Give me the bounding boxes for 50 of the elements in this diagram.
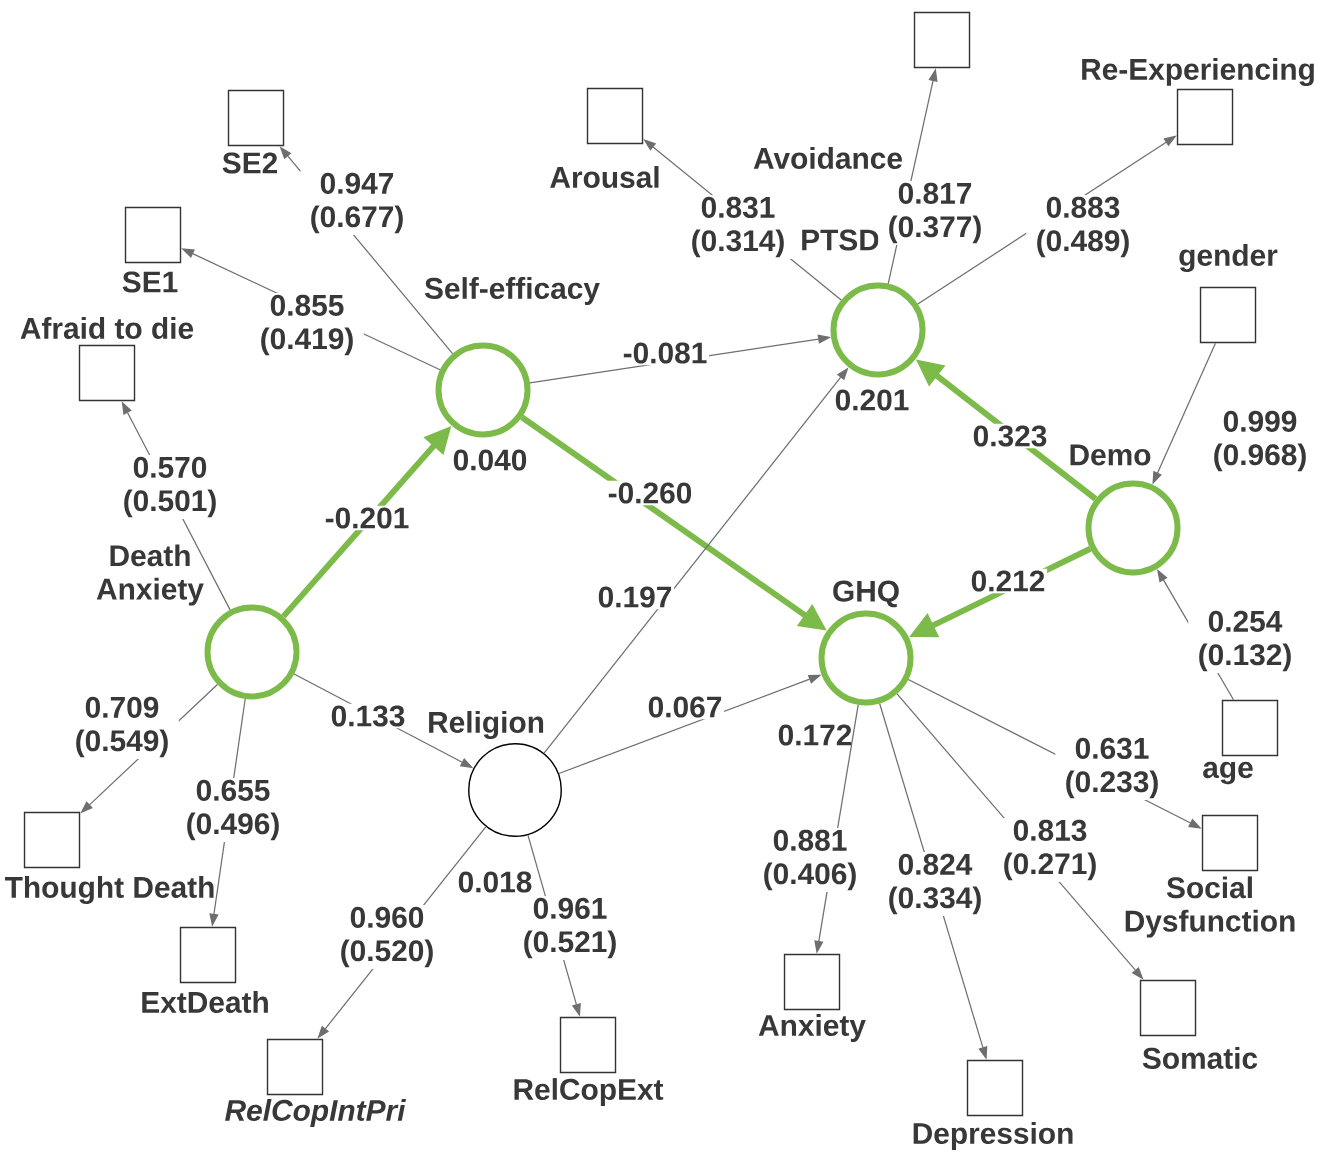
edge-label: 0.212	[968, 568, 1048, 594]
construct-label: Religion	[429, 711, 544, 739]
indicator-label: Avoidance	[753, 147, 902, 169]
indicator-label: Thought Death	[4, 876, 214, 904]
indicator-label: age	[1203, 761, 1253, 785]
edge-label: 0.655 (0.496)	[176, 778, 290, 842]
indicator-label: ExtDeath	[142, 991, 268, 1013]
edge-label: 0.133	[328, 703, 408, 729]
indicator-label: Social Dysfunction	[1125, 876, 1295, 938]
edge-label: 0.960 (0.520)	[330, 905, 444, 969]
edge-label: 0.197	[595, 584, 675, 610]
r-squared-value: 0.018	[458, 871, 532, 893]
edge-label: -0.081	[620, 340, 710, 366]
r-squared-value: 0.172	[778, 724, 852, 746]
indicator-label: Depression	[913, 1122, 1073, 1150]
indicator-label: gender	[1179, 244, 1278, 272]
edge-label: 0.254 (0.132)	[1188, 609, 1302, 673]
edge-label: 0.855 (0.419)	[250, 293, 364, 357]
r-squared-value: 0.040	[453, 449, 527, 471]
edge-label: -0.201	[322, 505, 412, 531]
edge-label: -0.260	[605, 480, 695, 506]
edge-label: 0.824 (0.334)	[878, 852, 992, 916]
indicator-label: Somatic	[1142, 1047, 1258, 1069]
construct-label: Self-efficacy	[424, 277, 600, 305]
construct-label: PTSD	[802, 229, 879, 251]
edge-label: 0.883 (0.489)	[1026, 195, 1140, 259]
indicator-label: SE2	[222, 152, 278, 174]
edge-label: 0.999 (0.968)	[1203, 409, 1317, 473]
edge-label: 0.881 (0.406)	[753, 828, 867, 892]
construct-label: Death Anxiety	[96, 544, 204, 606]
indicator-label: Anxiety	[758, 1014, 866, 1042]
edge-label: 0.709 (0.549)	[65, 695, 179, 759]
edge-label: 0.813 (0.271)	[993, 818, 1107, 882]
edge-label: 0.947 (0.677)	[300, 171, 414, 235]
edge-label: 0.067	[645, 694, 725, 720]
indicator-label: RelCopExt	[514, 1078, 664, 1106]
indicator-label: Arousal	[550, 166, 659, 188]
edge-label: 0.570 (0.501)	[113, 455, 227, 519]
indicator-label: Re-Experiencing	[1082, 58, 1314, 86]
edge-label: 0.323	[970, 423, 1050, 449]
edge-label: 0.831 (0.314)	[681, 195, 795, 259]
indicator-label: Afraid to die	[20, 317, 194, 339]
indicator-label: SE1	[122, 271, 178, 293]
r-squared-value: 0.201	[835, 389, 909, 411]
indicator-label: RelCopIntPri	[225, 1099, 406, 1127]
edge-label: 0.961 (0.521)	[513, 896, 627, 960]
edge-label: 0.631 (0.233)	[1055, 736, 1169, 800]
edge-label: 0.817 (0.377)	[878, 181, 992, 245]
construct-label: Demo	[1070, 444, 1151, 466]
construct-label: GHQ	[833, 580, 899, 608]
